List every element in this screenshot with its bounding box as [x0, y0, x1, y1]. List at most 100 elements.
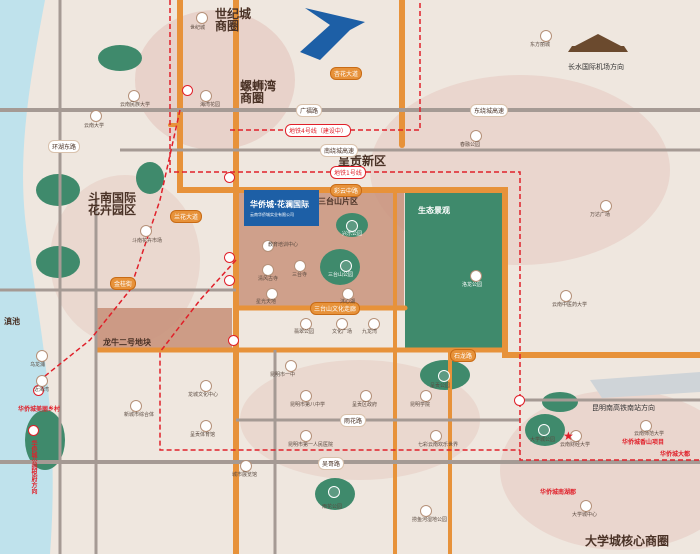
- poi-icon[interactable]: [580, 500, 592, 512]
- poi-icon[interactable]: [470, 270, 482, 282]
- poi-icon[interactable]: [128, 90, 140, 102]
- poi-icon[interactable]: [294, 260, 306, 272]
- poi-icon[interactable]: [300, 430, 312, 442]
- road-shilong: 石龙路: [450, 349, 477, 362]
- airport-icon: [568, 34, 628, 52]
- poi-icon[interactable]: [200, 420, 212, 432]
- poi-icon[interactable]: [342, 288, 354, 300]
- poi-icon[interactable]: [420, 390, 432, 402]
- poi-icon[interactable]: [36, 375, 48, 387]
- metro-station-pin[interactable]: [224, 252, 235, 263]
- poi-icon[interactable]: [368, 318, 380, 330]
- poi-icon[interactable]: [340, 260, 352, 272]
- metro-line4-label: 地铁4号线（建设中）: [285, 124, 351, 137]
- poi-label: 昆明学院: [410, 402, 431, 408]
- poi-label: 龙城文化中心: [188, 392, 219, 398]
- lake-label: 滇池: [4, 317, 20, 326]
- poi-icon[interactable]: [346, 220, 358, 232]
- huaqiao-park: 华侨城公园悦府方向: [30, 440, 37, 494]
- poi-label: 云南中医药大学: [552, 302, 588, 308]
- area-dounan: 斗南国际花卉园区: [88, 191, 137, 217]
- metro-station-pin[interactable]: [182, 85, 193, 96]
- poi-label: 教育培训中心: [268, 242, 299, 248]
- poi-icon[interactable]: [640, 420, 652, 432]
- poi-label: 春融公园: [460, 142, 481, 148]
- poi-label: 斗南花卉市场: [132, 238, 163, 244]
- poi-icon[interactable]: [200, 90, 212, 102]
- poi-icon[interactable]: [300, 390, 312, 402]
- poi-icon[interactable]: [336, 318, 348, 330]
- poi-label: 星光天地: [256, 299, 277, 305]
- metro-station-pin[interactable]: [224, 275, 235, 286]
- poi-icon[interactable]: [240, 460, 252, 472]
- poi-icon[interactable]: [470, 130, 482, 142]
- road-santai-wenhua: 三台山文化走廊: [310, 302, 361, 315]
- poi-icon[interactable]: [438, 370, 450, 382]
- area-chenggong: 呈贡新区: [338, 154, 387, 168]
- road-xinghua: 杏花大道: [330, 67, 363, 80]
- poi-label: 文化广场: [332, 329, 353, 335]
- road-nanrao: 南绕城高速: [320, 144, 359, 157]
- road-huanhu: 环湖东路: [48, 140, 81, 153]
- area-shengtai: 生态景观: [418, 206, 450, 215]
- poi-icon[interactable]: [560, 290, 572, 302]
- metro-station-pin[interactable]: [514, 395, 525, 406]
- road-wuxiu: 吴哥路: [318, 457, 345, 470]
- poi-label: 乌龙浦: [30, 362, 46, 368]
- poi-icon[interactable]: [328, 486, 340, 498]
- poi-icon[interactable]: [196, 12, 208, 24]
- poi-icon[interactable]: [285, 360, 297, 372]
- road-guangfu: 广福路: [296, 104, 323, 117]
- poi-label: 海湾花园: [200, 102, 221, 108]
- poi-icon[interactable]: [538, 424, 550, 436]
- metro-station-pin[interactable]: [228, 335, 239, 346]
- poi-icon[interactable]: [140, 225, 152, 237]
- poi-label: 九龙湾: [362, 329, 378, 335]
- poi-icon[interactable]: [130, 400, 142, 412]
- longniu-zone: [97, 308, 232, 350]
- road-yuhua: 雨花路: [340, 414, 367, 427]
- poi-label: 新城市综合体: [124, 412, 155, 418]
- poi-icon[interactable]: [540, 30, 552, 42]
- project-subtitle: 云南华侨城实业有限公司: [250, 211, 294, 217]
- huaqiao-south: 华侨城南湖郡: [540, 489, 577, 496]
- poi-label: 云南民族大学: [120, 102, 151, 108]
- lake-dianchi: [0, 0, 53, 554]
- poi-icon[interactable]: [200, 380, 212, 392]
- area-luosiwan: 螺蛳湾商圈: [240, 79, 277, 105]
- poi-label: 万达广场: [590, 212, 611, 218]
- poi-label: 东方丽城: [530, 42, 551, 48]
- train-icon: [590, 372, 700, 398]
- poi-icon[interactable]: [266, 288, 278, 300]
- poi-icon[interactable]: [262, 264, 274, 276]
- poi-label: 沐心湖: [340, 299, 356, 305]
- huaqiao-dage: 华侨城大都: [660, 451, 691, 458]
- government-star-icon: ★: [563, 429, 574, 443]
- poi-icon[interactable]: [36, 350, 48, 362]
- metro-station-pin[interactable]: [28, 425, 39, 436]
- road-dongfeng: 东绕城高速: [470, 104, 509, 117]
- poi-icon[interactable]: [420, 505, 432, 517]
- poi-icon[interactable]: [300, 318, 312, 330]
- poi-label: 呈贡区政府: [352, 402, 378, 408]
- poi-icon[interactable]: [600, 200, 612, 212]
- poi-label: 洛龙公园: [462, 282, 483, 288]
- metro-station-pin[interactable]: [224, 172, 235, 183]
- airport-direction: 长水国际机场方向: [568, 63, 624, 71]
- poi-icon[interactable]: [570, 430, 582, 442]
- poi-label: 翡翠公园: [294, 329, 315, 335]
- area-daxue: 大学城核心商圈: [585, 534, 670, 548]
- poi-icon[interactable]: [430, 430, 442, 442]
- road-caiyun-zhong: 彩云中路: [330, 184, 363, 197]
- poi-label: 城市展览馆: [232, 472, 258, 478]
- poi-label: 雨花公园: [322, 504, 343, 510]
- poi-icon[interactable]: [90, 110, 102, 122]
- poi-icon[interactable]: [360, 390, 372, 402]
- poi-icon[interactable]: [262, 240, 274, 252]
- road-lanhua: 兰花大道: [170, 210, 203, 223]
- poi-label: 大学城公园: [530, 437, 556, 443]
- poi-label: 大学城中心: [572, 512, 598, 518]
- project-logo[interactable]: 华侨城·花澜国际 云南华侨城实业有限公司: [244, 190, 319, 226]
- eco-park: [405, 190, 505, 350]
